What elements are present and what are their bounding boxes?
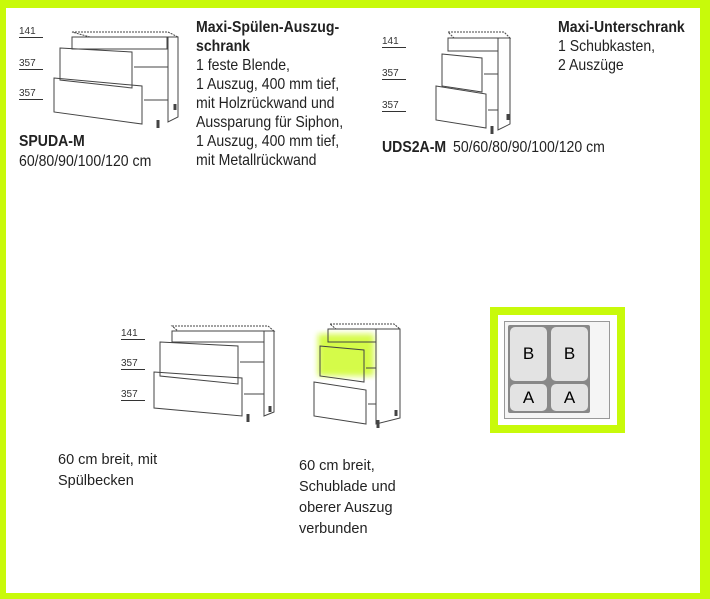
cabinet-drawing-combined [313,323,402,428]
dimension-label: 357 [19,58,43,70]
product-desc: 2 Auszüge [558,57,624,74]
variant-caption: 60 cm breit, [299,458,375,474]
product-sizes: 60/80/90/100/120 cm [19,153,152,170]
product-desc: Aussparung für Siphon, [196,114,344,131]
product-desc: mit Metallrückwand [196,152,317,169]
dimension-label: 357 [19,88,43,100]
dimension-label: 357 [382,68,406,80]
dimension-label: 357 [121,358,145,370]
product-code: UDS2A-M [382,139,447,156]
dimension-label: 141 [121,328,145,340]
product-title: Maxi-Unterschrank [558,19,685,36]
product-desc: 1 feste Blende, [196,57,290,74]
catalog-page: 141 357 357 SPUDA-M 60/80/90/100/120 cm … [6,8,700,593]
cabinet-drawing-sink [153,325,276,422]
bin-label: B [510,327,547,381]
product-desc: 1 Auszug, 400 mm tief, [196,133,340,150]
bin-label: A [551,384,588,411]
bin-label: A [510,384,547,411]
variant-caption: 60 cm breit, mit [58,452,158,468]
product-desc: 1 Schubkasten, [558,38,656,55]
product-title: Maxi-Spülen-Auszug- [196,19,340,36]
variant-caption: Schublade und [299,479,396,495]
cabinet-drawing-spuda [53,31,179,128]
bin-label: B [551,327,588,381]
dimension-label: 141 [19,26,43,38]
dimension-label: 357 [121,389,145,401]
bin-insert-frame: B B A A [490,307,625,433]
product-desc: mit Holzrückwand und [196,95,335,112]
cabinet-drawing-uds2a [435,31,512,134]
dimension-label: 141 [382,36,406,48]
product-code: SPUDA-M [19,133,85,150]
product-title: schrank [196,38,251,55]
dimension-label: 357 [382,100,406,112]
variant-caption: oberer Auszug [299,500,393,516]
variant-caption: Spülbecken [58,473,134,489]
product-desc: 1 Auszug, 400 mm tief, [196,76,340,93]
product-sizes: 50/60/80/90/100/120 cm [453,139,606,156]
variant-caption: verbunden [299,521,368,537]
